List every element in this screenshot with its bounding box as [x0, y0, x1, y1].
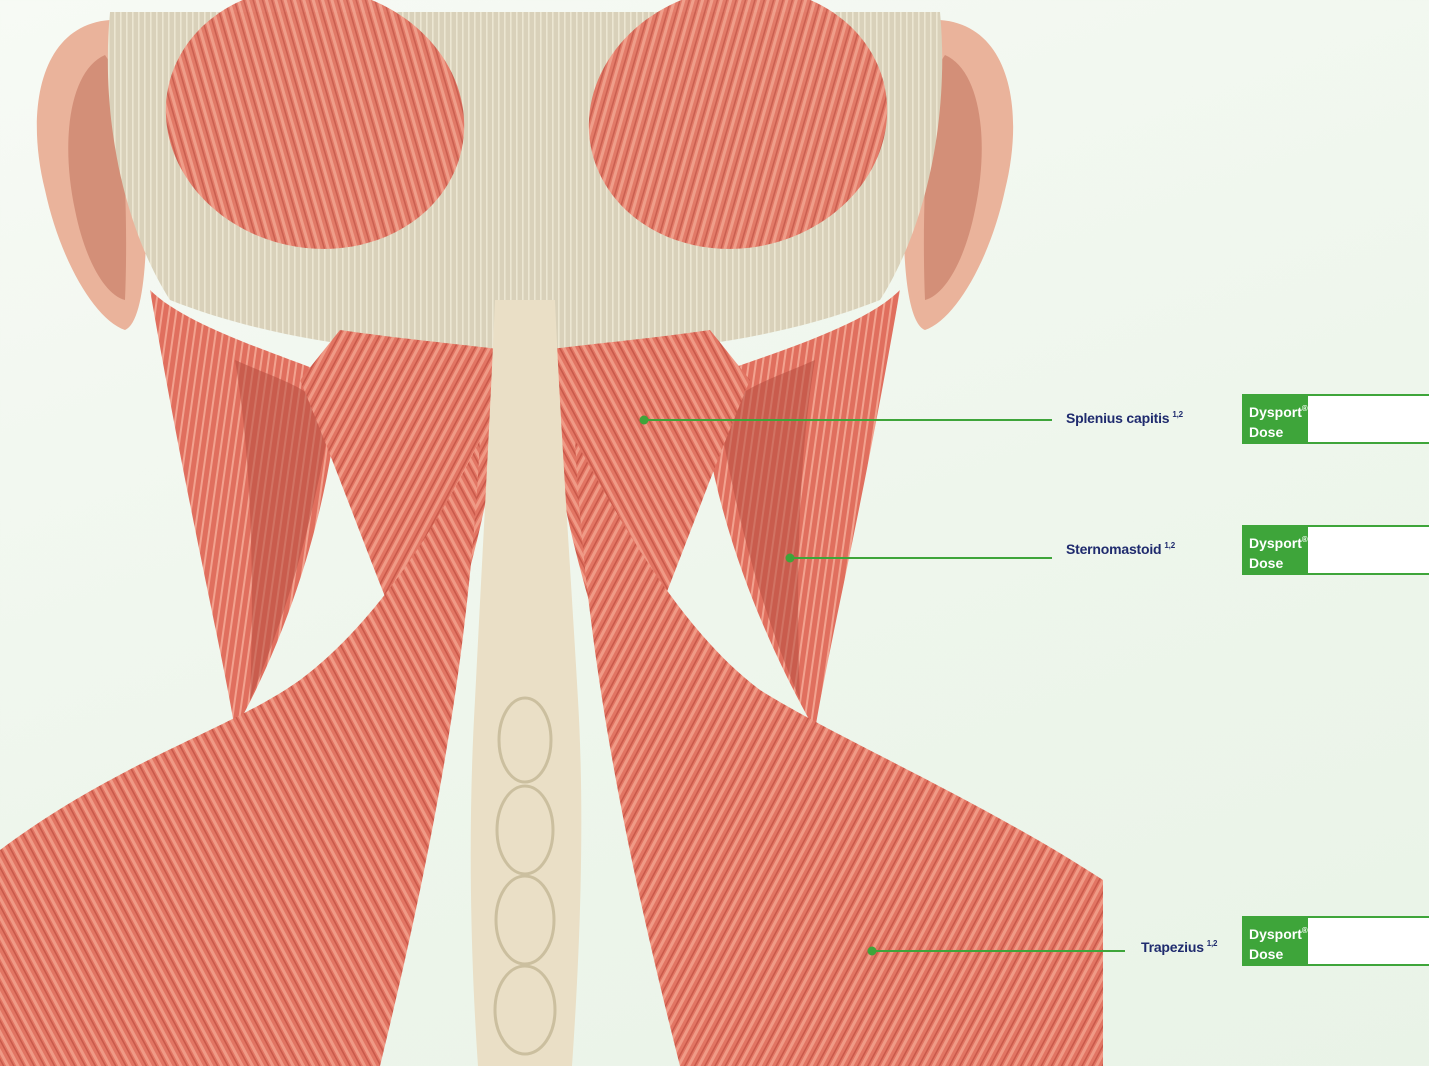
- muscle-name: Splenius capitis: [1066, 410, 1169, 426]
- muscle-name: Sternomastoid: [1066, 541, 1161, 557]
- dose-input-sternomastoid[interactable]: [1308, 527, 1429, 573]
- dose-input-trapezius[interactable]: [1308, 918, 1429, 964]
- dose-box-sternomastoid: Dysport® Dose: [1242, 525, 1429, 575]
- neck-muscle-illustration: [0, 0, 1110, 1066]
- dose-word: Dose: [1249, 424, 1283, 440]
- dose-input-splenius-capitis[interactable]: [1308, 396, 1429, 442]
- reference-superscript: 1,2: [1172, 410, 1183, 419]
- reference-superscript: 1,2: [1164, 541, 1175, 550]
- dose-tag: Dysport® Dose: [1242, 918, 1308, 964]
- dose-box-trapezius: Dysport® Dose: [1242, 916, 1429, 966]
- dose-word: Dose: [1249, 946, 1283, 962]
- dose-word: Dose: [1249, 555, 1283, 571]
- reference-superscript: 1,2: [1207, 939, 1218, 948]
- dose-brand: Dysport: [1249, 926, 1302, 942]
- muscle-name: Trapezius: [1141, 939, 1204, 955]
- dose-brand: Dysport: [1249, 404, 1302, 420]
- dose-brand: Dysport: [1249, 535, 1302, 551]
- dose-tag: Dysport® Dose: [1242, 396, 1308, 442]
- dose-box-splenius-capitis: Dysport® Dose: [1242, 394, 1429, 444]
- dose-tag: Dysport® Dose: [1242, 527, 1308, 573]
